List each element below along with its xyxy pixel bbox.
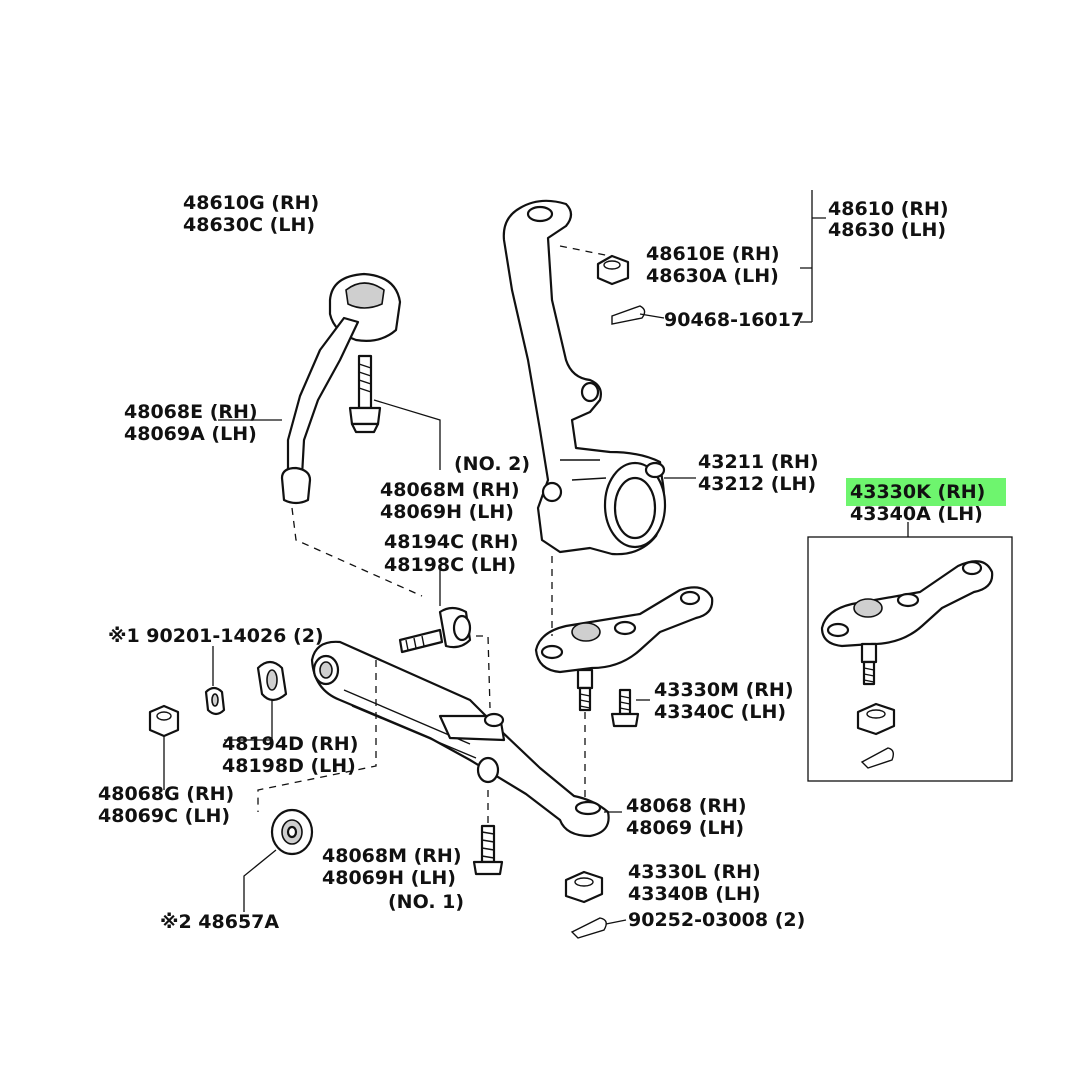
label-48194c: 48194C (RH) <box>384 531 519 553</box>
label-43330l: 43330L (RH) <box>628 861 761 883</box>
label-48069: 48069 (LH) <box>626 817 744 839</box>
label-48610: 48610 (RH) <box>828 198 949 220</box>
label-48630a: 48630A (LH) <box>646 265 779 287</box>
nut-icon <box>148 704 180 790</box>
label-48657a: ※2 48657A <box>160 911 279 933</box>
label-48068g: 48068G (RH) <box>98 783 234 805</box>
label-48198d: 48198D (LH) <box>222 755 356 777</box>
nut-icon <box>204 646 226 716</box>
label-48068m-bot: 48068M (RH) <box>322 845 462 867</box>
bolt-icon <box>348 354 382 434</box>
leader-dash <box>476 635 491 709</box>
upper-arm-icon <box>280 272 423 597</box>
label-48068m-top: 48068M (RH) <box>380 479 520 501</box>
ball-joint-icon <box>820 560 994 686</box>
label-48194d: 48194D (RH) <box>222 733 358 755</box>
label-43330m: 43330M (RH) <box>654 679 794 701</box>
bushing-icon <box>224 660 288 741</box>
bolt-icon <box>472 824 504 876</box>
label-48198c: 48198C (LH) <box>384 554 516 576</box>
label-48610e: 48610E (RH) <box>646 243 780 265</box>
label-43212: 43212 (LH) <box>698 473 816 495</box>
cotter-pin-icon <box>611 305 665 325</box>
nut-icon <box>564 870 604 904</box>
label-43340a: 43340A (LH) <box>850 503 983 525</box>
highlight-43330k <box>846 478 1006 506</box>
label-no1: (NO. 1) <box>388 891 464 913</box>
label-48630c: 48630C (LH) <box>183 214 315 236</box>
label-48068e: 48068E (RH) <box>124 401 258 423</box>
bolt-icon <box>398 606 472 654</box>
label-no2: (NO. 2) <box>454 453 530 475</box>
label-90252: 90252-03008 (2) <box>628 909 805 931</box>
label-43330k: 43330K (RH) <box>850 481 985 503</box>
label-90468: 90468-16017 <box>664 309 804 331</box>
label-90201: ※1 90201-14026 (2) <box>108 625 324 647</box>
label-43340c: 43340C (LH) <box>654 701 786 723</box>
label-48610g: 48610G (RH) <box>183 192 319 214</box>
label-48069h-bot: 48069H (LH) <box>322 867 456 889</box>
lower-arm-icon <box>310 640 610 838</box>
ball-joint-icon <box>534 586 714 712</box>
nut-icon <box>559 245 630 286</box>
cotter-pin-icon <box>860 747 895 769</box>
leader-dash <box>257 660 377 812</box>
assembly-box <box>807 536 1013 782</box>
label-48068: 48068 (RH) <box>626 795 747 817</box>
bolt-icon <box>610 688 640 728</box>
label-48630: 48630 (LH) <box>828 219 946 241</box>
knuckle-icon <box>502 199 667 556</box>
cotter-pin-icon <box>570 917 627 939</box>
label-48069a: 48069A (LH) <box>124 423 257 445</box>
bushing-icon <box>243 808 314 912</box>
nut-icon <box>856 702 896 736</box>
label-48069h-top: 48069H (LH) <box>380 501 514 523</box>
label-48069c: 48069C (LH) <box>98 805 230 827</box>
label-43211: 43211 (RH) <box>698 451 819 473</box>
label-43340b: 43340B (LH) <box>628 883 761 905</box>
